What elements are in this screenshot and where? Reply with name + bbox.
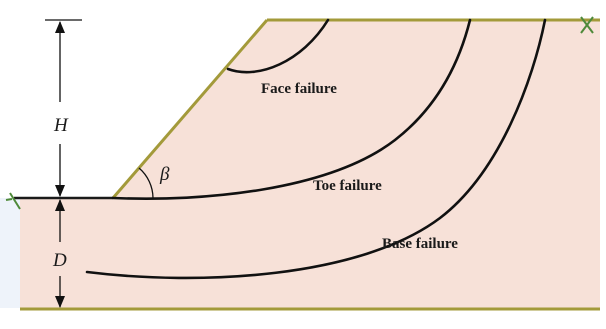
ground-marker-left-icon [5, 192, 21, 210]
face-failure-label: Face failure [261, 81, 337, 97]
slope-angle-arc [138, 167, 154, 199]
toe-failure-curve [111, 18, 472, 201]
left-ground-strip [0, 198, 20, 308]
height-symbol: H [53, 115, 69, 136]
depth-dimension [55, 199, 65, 308]
slope-face-line [111, 19, 269, 199]
soil-mass [20, 20, 600, 308]
angle-symbol: β [159, 164, 170, 185]
base-failure-label: Base failure [382, 236, 458, 252]
base-failure-curve [85, 18, 547, 280]
depth-symbol: D [52, 250, 67, 271]
height-dimension [45, 19, 82, 197]
face-failure-curve [226, 18, 330, 74]
toe-failure-label: Toe failure [313, 178, 382, 194]
ground-marker-right-icon [580, 16, 594, 34]
